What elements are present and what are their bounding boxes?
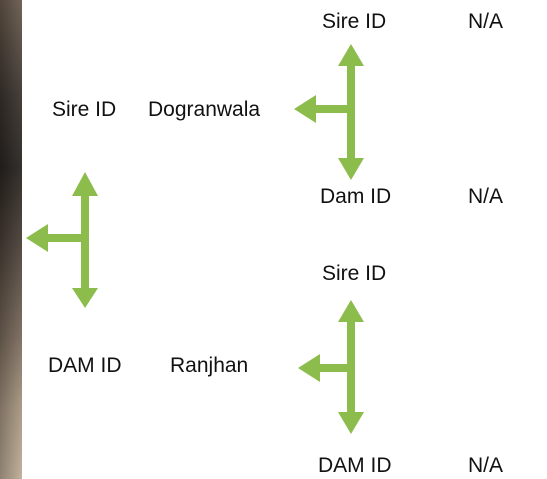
sire-parent-sire-value: N/A (468, 10, 504, 33)
dam-down-arrowhead (338, 412, 364, 434)
sire-parent-sire-label: Sire ID (322, 10, 387, 33)
dam-parent-dam-value: N/A (468, 454, 504, 477)
root-horizontal-line (46, 234, 86, 242)
root-dam-value: Ranjhan (170, 354, 249, 377)
dam-left-arrowhead (298, 354, 320, 382)
root-left-arrowhead (26, 224, 48, 252)
dam-up-arrowhead (338, 300, 364, 322)
sire-down-arrowhead (338, 158, 364, 180)
animal-photo (0, 0, 22, 479)
sire-arrow-group (294, 44, 364, 180)
sire-up-arrowhead (338, 44, 364, 66)
root-dam-label: DAM ID (48, 354, 122, 377)
dam-horizontal-line (318, 364, 352, 372)
sire-parent-dam-value: N/A (468, 185, 504, 208)
dam-parent-dam-label: DAM ID (318, 454, 392, 477)
dam-parent-sire-label: Sire ID (322, 262, 387, 285)
root-arrow-group (26, 172, 98, 308)
root-sire-label: Sire ID (52, 98, 117, 121)
sire-left-arrowhead (294, 95, 316, 123)
root-up-arrowhead (72, 172, 98, 196)
root-sire-value: Dogranwala (148, 98, 261, 121)
root-down-arrowhead (72, 288, 98, 308)
sire-parent-dam-label: Dam ID (320, 185, 392, 208)
dam-arrow-group (298, 300, 364, 434)
sire-horizontal-line (314, 105, 352, 113)
